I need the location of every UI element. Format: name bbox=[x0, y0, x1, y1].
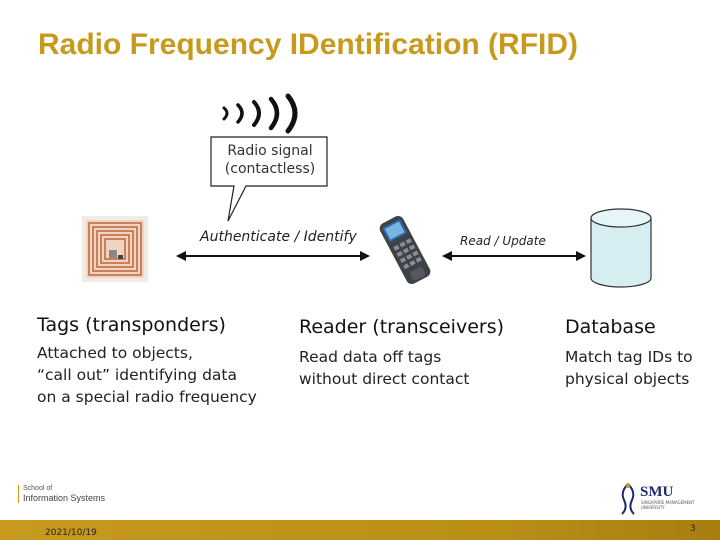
school-mark: School of Information Systems bbox=[18, 485, 105, 503]
rfid-tag-image bbox=[82, 216, 148, 282]
slide-title: Radio Frequency IDentification (RFID) bbox=[38, 28, 579, 61]
page-number: 3 bbox=[690, 524, 696, 534]
database-line-2: physical objects bbox=[565, 370, 690, 388]
column-body-tags: Attached to objects, “call out” identify… bbox=[37, 342, 257, 408]
rfid-reader-device bbox=[379, 215, 431, 285]
reader-line-1: Read data off tags bbox=[299, 348, 442, 366]
database-line-1: Match tag IDs to bbox=[565, 348, 693, 366]
smu-logo-text: SMU bbox=[640, 484, 674, 500]
footer-date: 2021/10/19 bbox=[45, 528, 97, 538]
column-heading-reader: Reader (transceivers) bbox=[299, 316, 505, 338]
smu-crest-icon bbox=[621, 483, 635, 515]
tag-reader-arrow bbox=[176, 251, 370, 261]
column-body-database: Match tag IDs to physical objects bbox=[565, 346, 693, 390]
speech-callout bbox=[210, 136, 328, 222]
callout-line-2: (contactless) bbox=[224, 161, 316, 177]
tags-line-1: Attached to objects, bbox=[37, 344, 193, 362]
reader-line-2: without direct contact bbox=[299, 370, 470, 388]
callout-text: Radio signal (contactless) bbox=[214, 142, 326, 178]
column-heading-database: Database bbox=[565, 316, 656, 338]
school-line-2: Information Systems bbox=[23, 493, 106, 503]
authenticate-label: Authenticate / Identify bbox=[200, 229, 357, 245]
read-update-label: Read / Update bbox=[460, 234, 546, 248]
reader-database-arrow bbox=[442, 251, 586, 261]
callout-line-1: Radio signal bbox=[227, 143, 313, 159]
database-icon bbox=[590, 208, 652, 288]
column-body-reader: Read data off tags without direct contac… bbox=[299, 346, 469, 390]
tags-line-3: on a special radio frequency bbox=[37, 388, 257, 406]
tags-line-2: “call out” identifying data bbox=[37, 366, 237, 384]
footer-bar bbox=[0, 520, 720, 540]
smu-logo-subtitle: SINGAPORE MANAGEMENT UNIVERSITY bbox=[641, 500, 695, 510]
radio-wave-icon bbox=[222, 93, 298, 134]
column-heading-tags: Tags (transponders) bbox=[37, 314, 226, 336]
school-line-1: School of bbox=[23, 485, 53, 492]
